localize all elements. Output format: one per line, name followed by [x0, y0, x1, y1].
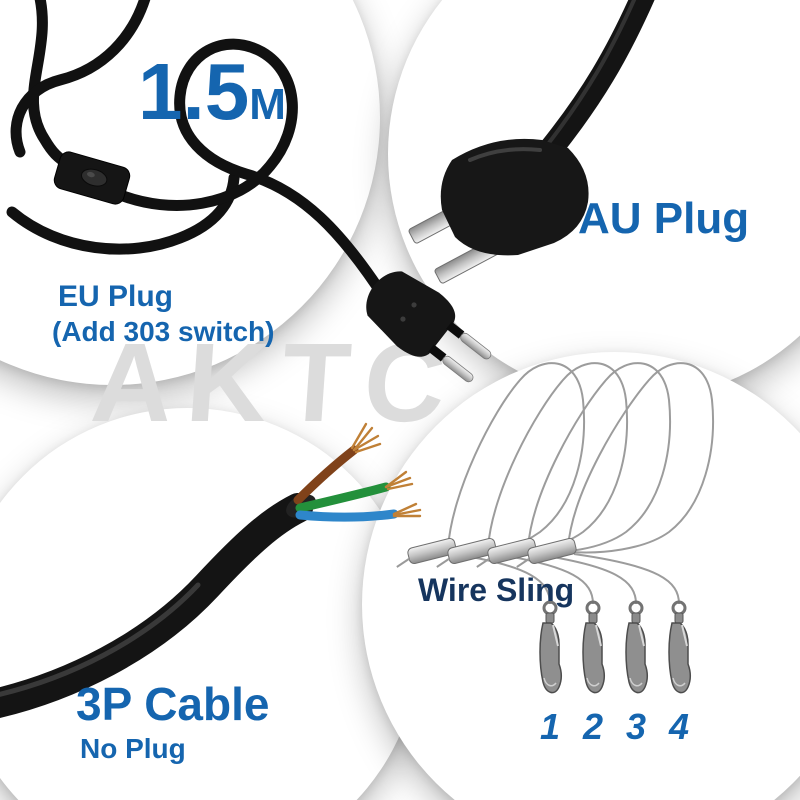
cable-3p-illustration: [0, 422, 422, 718]
snap-hooks: [539, 600, 691, 694]
wire-green: [295, 482, 391, 513]
wire-brown: [293, 445, 359, 505]
sling-number-4: 4: [668, 706, 690, 747]
crimp-sleeves: [396, 537, 577, 568]
eu-plug-subtitle: (Add 303 switch): [52, 316, 275, 347]
background-circle-bottom-right: [362, 352, 800, 800]
au-plug-title: AU Plug: [578, 194, 750, 243]
au-plug-illustration: [408, 0, 655, 284]
wire-sling-title: Wire Sling: [418, 572, 575, 608]
eu-plug-illustration: [366, 271, 492, 383]
cable-3p-subtitle: No Plug: [80, 733, 186, 764]
cable-length-unit: M: [249, 80, 286, 129]
sling-number-1: 1: [539, 706, 561, 747]
eu-cable-illustration: [6, 0, 392, 306]
copper-strands: [350, 422, 422, 518]
cable-3p-title: 3P Cable: [76, 678, 270, 730]
cable-length-value: 1.5: [138, 47, 250, 136]
sling-number-3: 3: [625, 706, 647, 747]
switch-303-icon: [53, 151, 131, 205]
wire-blue: [295, 509, 399, 522]
sling-loops: [447, 362, 715, 605]
eu-plug-title: EU Plug: [58, 280, 174, 313]
cable-length-label: 1.5M: [138, 50, 286, 134]
wire-sling-illustration: [396, 362, 715, 694]
sling-number-2: 2: [582, 706, 604, 747]
